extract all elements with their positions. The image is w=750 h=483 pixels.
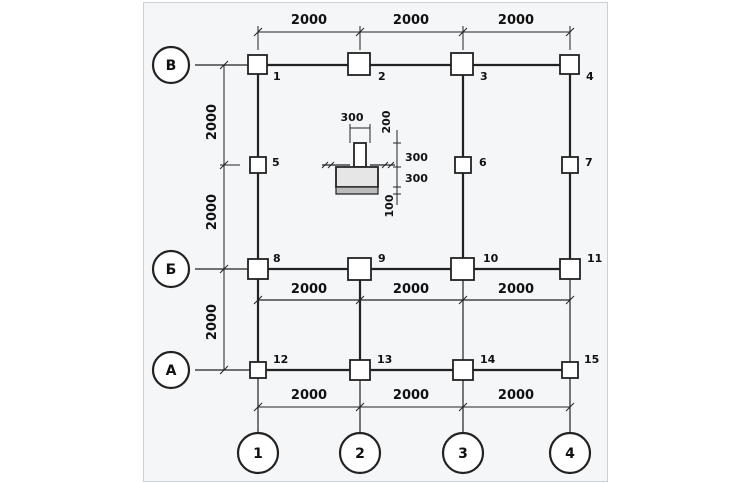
dim-left-2: 2000 <box>205 194 220 230</box>
footing-2: 2 <box>347 52 386 83</box>
detail-height-1: 300 <box>405 151 428 164</box>
footing-label: 9 <box>378 252 386 265</box>
footing-4: 4 <box>559 54 594 83</box>
footing-label: 15 <box>584 353 599 366</box>
dim-top <box>253 26 575 50</box>
footing-5: 5 <box>249 156 280 174</box>
dim-top-3: 2000 <box>498 13 534 28</box>
dim-bottom-2: 2000 <box>393 388 429 403</box>
dim-mid-2: 2000 <box>393 282 429 297</box>
thin-lines <box>258 269 571 370</box>
axis-label-col-4: 4 <box>565 446 575 462</box>
footings: 1 2 3 4 5 6 7 8 <box>247 52 602 381</box>
axis-bubble-col-1: 1 <box>236 431 280 475</box>
axis-label-col-1: 1 <box>253 446 263 462</box>
footing-label: 4 <box>586 70 594 83</box>
axis-bubble-row-v: В <box>151 45 191 85</box>
pad-footing <box>335 166 379 188</box>
detail-dims <box>349 124 401 205</box>
footing-7: 7 <box>561 156 593 174</box>
dim-bottom-3: 2000 <box>498 388 534 403</box>
dim-top-1: 2000 <box>291 13 327 28</box>
detail-bottom: 100 <box>383 194 396 217</box>
beam-lines <box>256 63 572 372</box>
dim-left <box>219 60 240 375</box>
axis-label-row-v: В <box>166 58 177 74</box>
dim-bottom <box>253 402 575 412</box>
footing-label: 8 <box>273 252 281 265</box>
axis-label-col-2: 2 <box>355 446 365 462</box>
axis-bubble-row-a: А <box>151 350 191 390</box>
footing-label: 12 <box>273 353 288 366</box>
footing-label: 10 <box>483 252 499 265</box>
hatch <box>321 161 395 169</box>
axis-bubble-col-3: 3 <box>441 431 485 475</box>
pier-stem <box>353 142 367 168</box>
footing-label: 11 <box>587 252 602 265</box>
footing-section-detail: 300 200 300 300 100 <box>321 110 428 217</box>
axis-label-row-b: Б <box>166 262 177 278</box>
footing-6: 6 <box>454 156 487 174</box>
dim-bottom-1: 2000 <box>291 388 327 403</box>
detail-top: 200 <box>380 110 393 133</box>
footing-label: 13 <box>377 353 392 366</box>
axis-label-col-3: 3 <box>458 446 468 462</box>
footing-label: 3 <box>480 70 488 83</box>
dim-mid-3: 2000 <box>498 282 534 297</box>
footing-label: 5 <box>272 156 280 169</box>
footing-11: 11 <box>559 252 602 280</box>
dim-top-2: 2000 <box>393 13 429 28</box>
footing-12: 12 <box>249 353 288 379</box>
footing-13: 13 <box>349 353 392 381</box>
footing-label: 7 <box>585 156 593 169</box>
footing-label: 14 <box>480 353 496 366</box>
footing-8: 8 <box>247 252 281 280</box>
footing-3: 3 <box>450 52 488 83</box>
dim-mid-1: 2000 <box>291 282 327 297</box>
dim-left-1: 2000 <box>205 104 220 140</box>
axis-bubble-col-4: 4 <box>548 431 592 475</box>
axis-bubble-row-b: Б <box>151 249 191 289</box>
axis-label-row-a: А <box>166 363 177 379</box>
detail-width: 300 <box>341 111 364 124</box>
detail-height-2: 300 <box>405 172 428 185</box>
footing-10: 10 <box>450 252 499 281</box>
footing-15: 15 <box>561 353 599 379</box>
axis-bubble-col-2: 2 <box>338 431 382 475</box>
footing-14: 14 <box>452 353 496 381</box>
dim-mid-ticks <box>253 295 575 305</box>
footing-1: 1 <box>247 54 281 83</box>
footing-label: 2 <box>378 70 386 83</box>
footing-9: 9 <box>347 252 386 281</box>
footing-label: 6 <box>479 156 487 169</box>
dim-left-3: 2000 <box>205 304 220 340</box>
footing-label: 1 <box>273 70 281 83</box>
drawing-sheet <box>143 2 608 482</box>
base-layer <box>335 186 379 195</box>
